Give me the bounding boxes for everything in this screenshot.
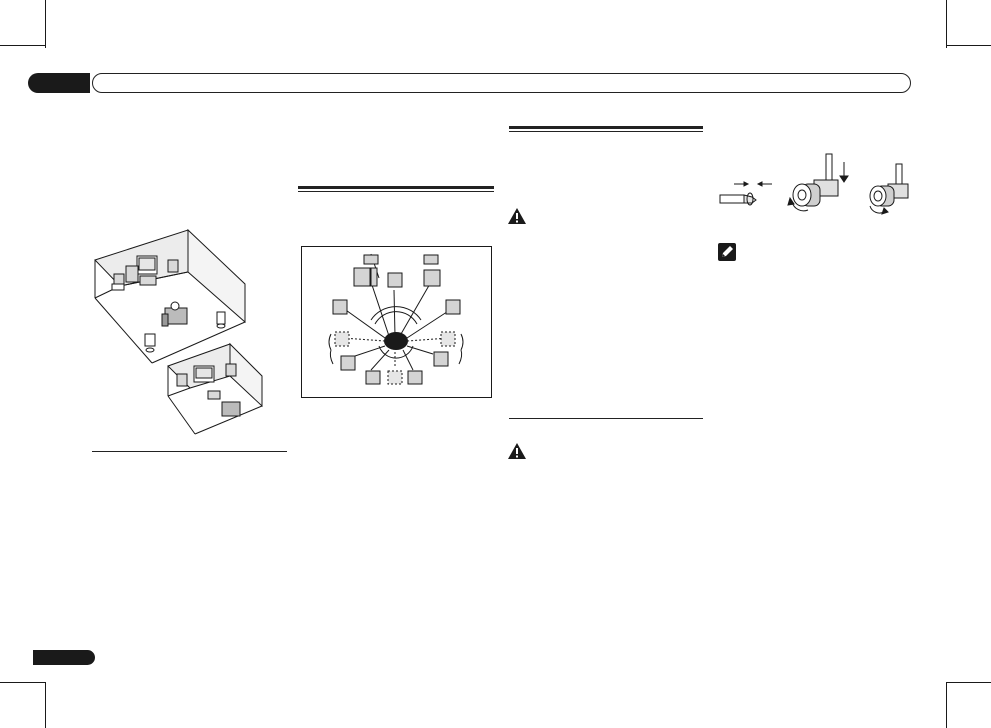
crop-mark xyxy=(45,0,46,48)
section-rule xyxy=(298,186,494,189)
crop-mark xyxy=(946,45,991,46)
warning-triangle-icon xyxy=(508,208,526,224)
stripped-wire xyxy=(719,181,772,206)
listener-head xyxy=(384,332,408,350)
front-speakers xyxy=(111,255,179,291)
note-pencil-icon xyxy=(718,243,736,261)
large-room xyxy=(94,228,246,364)
crop-mark xyxy=(946,682,947,728)
angle-arcs xyxy=(328,306,464,365)
crop-mark xyxy=(45,682,46,728)
dashed-lines xyxy=(342,337,450,366)
figure-caption-rule xyxy=(92,451,287,452)
crop-mark xyxy=(946,0,947,48)
crop-mark xyxy=(0,682,45,683)
header-bar xyxy=(92,73,911,93)
listener-sofa xyxy=(161,301,188,327)
wire-connection-steps-figure xyxy=(719,153,909,215)
subsection-rule xyxy=(509,418,703,419)
small-room-speakers xyxy=(176,363,241,417)
crop-mark xyxy=(946,682,991,683)
section-rule xyxy=(509,126,703,129)
page-number-tab xyxy=(33,650,95,665)
section-rule xyxy=(298,191,494,192)
chapter-tab xyxy=(28,73,90,93)
section-rule xyxy=(509,131,703,132)
terminal-tighten xyxy=(869,163,909,215)
optional-speaker-boxes xyxy=(334,331,456,385)
terminal-insert xyxy=(787,153,849,212)
speaker-placement-diagram xyxy=(301,246,492,398)
warning-triangle-icon xyxy=(508,443,526,459)
crop-mark xyxy=(0,45,45,46)
small-room xyxy=(167,342,263,435)
speaker-boxes xyxy=(332,254,461,385)
room-speaker-layout-figure xyxy=(94,228,263,435)
surround-speakers xyxy=(144,311,226,353)
